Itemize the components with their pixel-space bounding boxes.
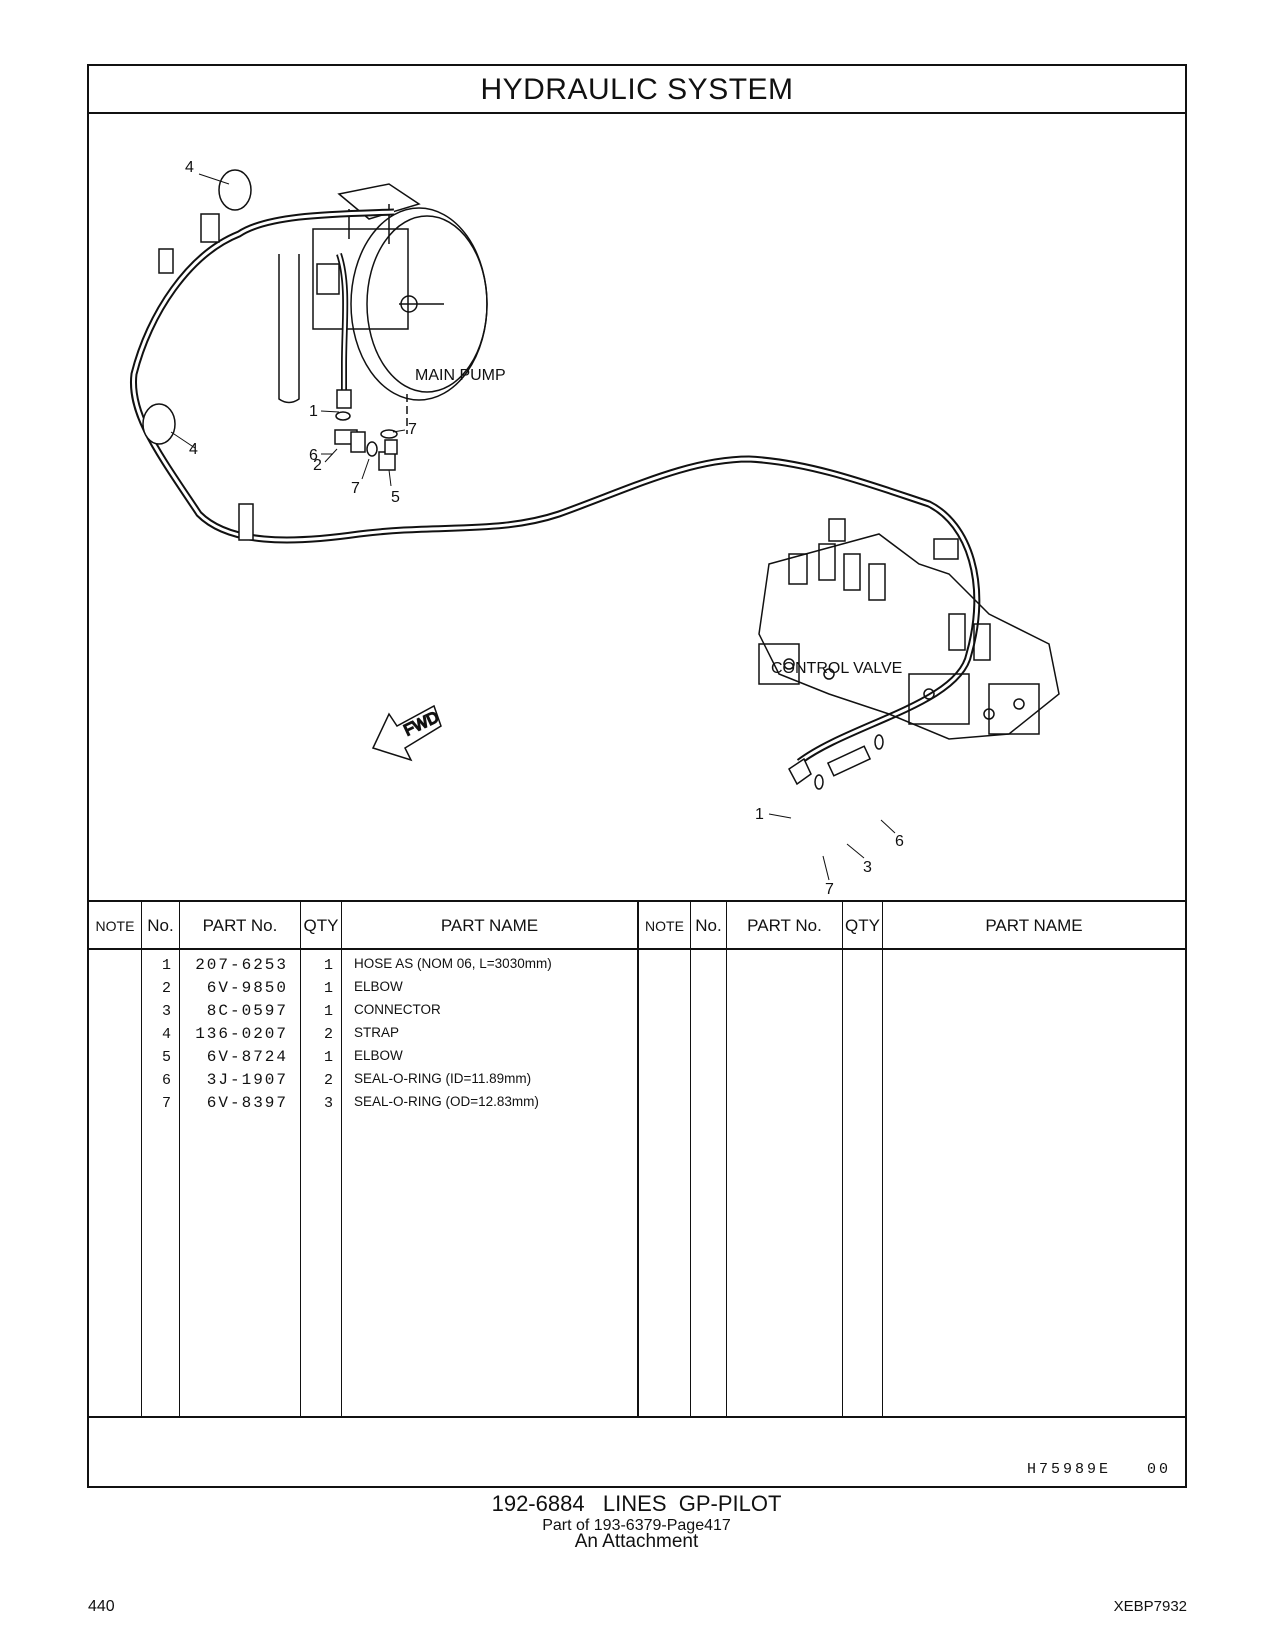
row-no: 6 [161, 1072, 171, 1089]
parts-table: NOTE No. 1 2 3 4 5 6 7 PART No. 207-6253… [89, 900, 1185, 1416]
callouts [170, 173, 896, 881]
qty-column-right: QTY [843, 902, 883, 1416]
part-name-header-right: PART NAME [883, 902, 1185, 950]
part-name-column: PART NAME HOSE AS (NOM 06, L=3030mm) ELB… [342, 902, 637, 1416]
attachment-caption: An Attachment [574, 1531, 699, 1552]
no-column: No. 1 2 3 4 5 6 7 [142, 902, 180, 1416]
callout-7a: 7 [351, 480, 360, 497]
note-column: NOTE [89, 902, 142, 1416]
part-name-header: PART NAME [342, 902, 637, 950]
forward-arrow-icon: FWD [371, 704, 442, 762]
row-part-no: 136-0207 [195, 1025, 288, 1043]
row-part-no: 6V-8724 [206, 1048, 288, 1066]
callout-3: 3 [863, 859, 872, 876]
drawing-code: H75989E 00 [1026, 1461, 1171, 1478]
callout-1a: 1 [309, 403, 318, 420]
note-header-right: NOTE [639, 902, 690, 950]
callout-4b: 4 [189, 441, 198, 458]
no-header: No. [142, 902, 179, 950]
row-part-name: SEAL-O-RING (OD=12.83mm) [354, 1094, 539, 1109]
callout-1b: 1 [755, 806, 764, 823]
main-pump-illustration [278, 183, 488, 434]
row-no: 2 [161, 980, 171, 997]
row-part-name: ELBOW [354, 979, 403, 994]
row-qty: 1 [323, 1003, 333, 1020]
row-no: 4 [161, 1026, 171, 1043]
part-no-header-right: PART No. [727, 902, 842, 950]
group-caption: 192-6884 LINES GP-PILOT [491, 1491, 782, 1516]
document-code: XEBP7932 [1113, 1598, 1187, 1615]
part-of-caption: Part of 193-6379-Page417 [542, 1517, 731, 1534]
row-qty: 1 [323, 957, 333, 974]
callout-2: 2 [313, 457, 322, 474]
strap-illustration [142, 169, 959, 560]
row-qty: 1 [323, 1049, 333, 1066]
main-pump-label: MAIN PUMP [415, 367, 506, 384]
no-header-right: No. [691, 902, 726, 950]
row-part-no: 3J-1907 [206, 1071, 288, 1089]
part-name-column-right: PART NAME [883, 902, 1185, 1416]
row-qty: 2 [323, 1072, 333, 1089]
valve-fittings-illustration [788, 734, 884, 790]
callout-6a: 6 [309, 447, 318, 464]
row-part-no: 8C-0597 [206, 1002, 288, 1020]
page-title: HYDRAULIC SYSTEM [89, 66, 1185, 114]
part-no-header: PART No. [180, 902, 300, 950]
callout-7b: 7 [408, 421, 417, 438]
callout-6b: 6 [895, 833, 904, 850]
parts-table-left: NOTE No. 1 2 3 4 5 6 7 PART No. 207-6253… [89, 902, 639, 1416]
note-column-right: NOTE [639, 902, 691, 1416]
pump-fittings-illustration [334, 389, 398, 471]
part-no-column: PART No. 207-6253 6V-9850 8C-0597 136-02… [180, 902, 301, 1416]
callout-7c: 7 [825, 881, 834, 898]
row-qty: 2 [323, 1026, 333, 1043]
row-no: 5 [161, 1049, 171, 1066]
qty-header-right: QTY [843, 902, 882, 950]
qty-header: QTY [301, 902, 341, 950]
note-header: NOTE [89, 902, 141, 950]
row-part-name: CONNECTOR [354, 1002, 441, 1017]
row-part-name: ELBOW [354, 1048, 403, 1063]
control-valve-label: CONTROL VALVE [771, 660, 902, 677]
drawing-footer: H75989E 00 [89, 1416, 1185, 1486]
row-no: 1 [161, 957, 171, 974]
row-no: 3 [161, 1003, 171, 1020]
row-qty: 3 [323, 1095, 333, 1112]
parts-sheet-frame: HYDRAULIC SYSTEM [87, 64, 1187, 1488]
row-part-no: 6V-9850 [206, 979, 288, 997]
row-no: 7 [161, 1095, 171, 1112]
row-part-name: STRAP [354, 1025, 400, 1040]
qty-column: QTY 1 1 1 2 1 2 3 [301, 902, 342, 1416]
parts-table-right: NOTE No. PART No. QTY PART NAME [639, 902, 1185, 1416]
row-part-no: 6V-8397 [206, 1094, 288, 1112]
row-part-name: HOSE AS (NOM 06, L=3030mm) [354, 956, 552, 971]
callout-5: 5 [391, 489, 400, 506]
row-part-name: SEAL-O-RING (ID=11.89mm) [354, 1071, 532, 1086]
no-column-right: No. [691, 902, 727, 1416]
control-valve-illustration [758, 533, 1060, 740]
part-no-column-right: PART No. [727, 902, 843, 1416]
row-qty: 1 [323, 980, 333, 997]
row-part-no: 207-6253 [195, 956, 288, 974]
page-number: 440 [88, 1598, 115, 1615]
exploded-diagram: FWD MAIN PUMP CONTROL VALVE 4 4 [89, 114, 1185, 900]
callout-4a: 4 [185, 159, 194, 176]
pilot-hose [129, 208, 981, 765]
